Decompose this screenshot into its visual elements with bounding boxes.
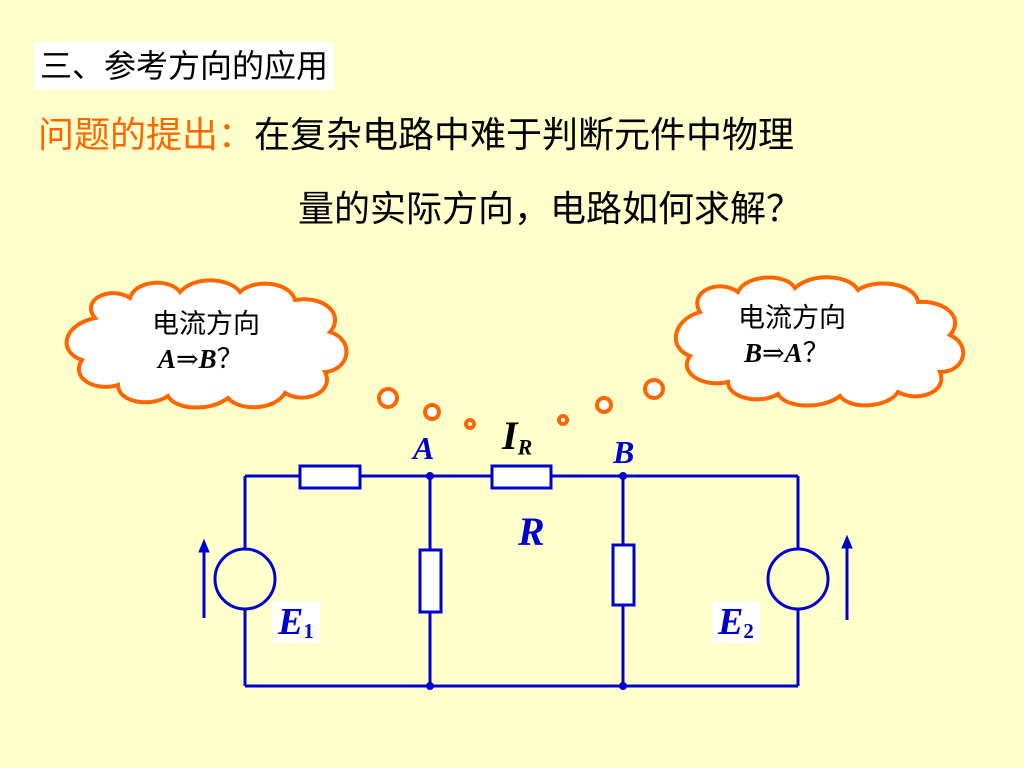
emf1-label: E1 <box>272 600 320 644</box>
current-label: IR <box>502 412 532 461</box>
cloud-right-question: ？ <box>802 338 830 369</box>
cloud-right-to: A <box>784 338 803 368</box>
current-subscript: R <box>517 434 533 460</box>
junction-dots <box>426 472 627 690</box>
resistor-branch-b <box>611 543 636 607</box>
emf2-label: E2 <box>712 600 760 644</box>
cloud-text-left: 电流方向 A⇒B？ <box>152 308 260 377</box>
emf1-main: E <box>278 601 304 643</box>
current-main: I <box>502 413 518 458</box>
cloud-left-arrow: ⇒ <box>176 344 199 375</box>
slide-heading: 三、参考方向的应用 <box>34 42 335 90</box>
resistor-r <box>490 464 553 490</box>
cloud-text-right: 电流方向 B⇒A？ <box>738 302 846 371</box>
resistor-top-left <box>298 464 362 490</box>
question-text-2: 量的实际方向，电路如何求解？ <box>298 189 803 230</box>
question-label: 问题的提出： <box>38 115 255 156</box>
cloud-right-line2: B⇒A？ <box>738 336 846 371</box>
thought-cloud-right <box>673 275 966 408</box>
resistor-r-label: R <box>518 509 545 554</box>
question-line-1: 问题的提出：在复杂电路中难于判断元件中物理 <box>38 112 794 160</box>
node-a-label: A <box>413 430 435 466</box>
source-e1 <box>213 547 277 611</box>
emf2-subscript: 2 <box>743 619 754 644</box>
thought-bubbles <box>377 378 665 430</box>
circuit-wires <box>243 474 800 688</box>
source-arrows <box>198 534 853 620</box>
source-e2 <box>766 547 830 611</box>
cloud-right-line1: 电流方向 <box>738 303 846 334</box>
voltage-sources <box>213 547 830 611</box>
emf1-box: E1 <box>272 601 320 643</box>
cloud-left-line1: 电流方向 <box>152 309 260 340</box>
thought-cloud-left <box>64 278 349 410</box>
cloud-right-from: B <box>744 338 763 368</box>
emf2-box: E2 <box>712 601 760 643</box>
node-b-label: B <box>613 434 635 470</box>
resistors <box>298 464 636 614</box>
emf1-subscript: 1 <box>303 619 314 644</box>
cloud-right-arrow: ⇒ <box>762 338 785 369</box>
cloud-left-to: B <box>198 344 217 374</box>
cloud-left-from: A <box>158 344 177 374</box>
cloud-left-line2: A⇒B？ <box>152 342 260 377</box>
resistor-branch-a <box>418 548 443 614</box>
emf2-main: E <box>718 601 744 643</box>
cloud-left-question: ？ <box>216 344 244 375</box>
question-text-1: 在复杂电路中难于判断元件中物理 <box>254 115 795 156</box>
